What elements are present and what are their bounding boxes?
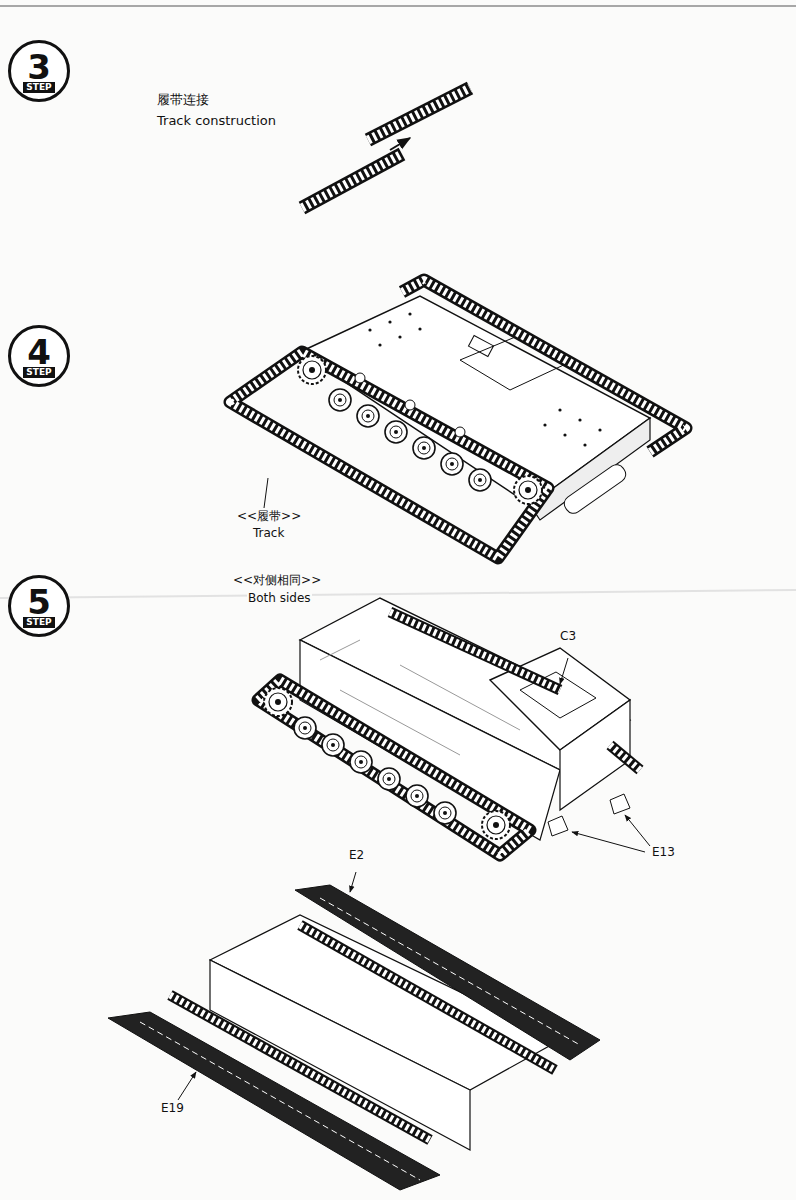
wheel-set (298, 356, 542, 504)
step-title: 履带连接 (156, 93, 210, 108)
step-number: 5 (27, 585, 51, 619)
part-label: <<履带>> (236, 510, 302, 524)
page-edge (0, 5, 796, 6)
part-e13 (610, 794, 630, 814)
note-label: <<对侧相同>> (232, 574, 322, 588)
step-badge: 4STEP (8, 325, 70, 387)
step-badge: 5STEP (8, 575, 70, 637)
leader-line (264, 478, 268, 508)
track-segments (302, 88, 470, 208)
step-title: Track construction (156, 114, 277, 129)
track-loop (258, 612, 640, 855)
note-label: Both sides (247, 592, 312, 606)
step-badge: 3STEP (8, 40, 70, 102)
step-tag: STEP (23, 617, 54, 628)
part-e13 (548, 816, 568, 836)
leader-line (178, 872, 356, 1100)
part-number: E13 (651, 846, 676, 860)
leader-line (560, 658, 650, 852)
part-label: Track (252, 527, 285, 541)
wheel-set (264, 688, 510, 839)
part-number: E2 (348, 849, 365, 863)
part-number: C3 (559, 630, 577, 644)
fender-e2 (295, 885, 600, 1060)
step-number: 4 (27, 335, 51, 369)
step-number: 3 (27, 50, 51, 84)
part-number: E19 (160, 1102, 185, 1116)
track-loop (230, 280, 686, 558)
step-tag: STEP (23, 367, 54, 378)
hull-with-fenders (108, 885, 600, 1190)
step-tag: STEP (23, 82, 54, 93)
track-loop (170, 925, 555, 1140)
hull-underside (300, 296, 650, 520)
fold-line (0, 590, 796, 598)
fender-e19 (108, 1012, 440, 1190)
